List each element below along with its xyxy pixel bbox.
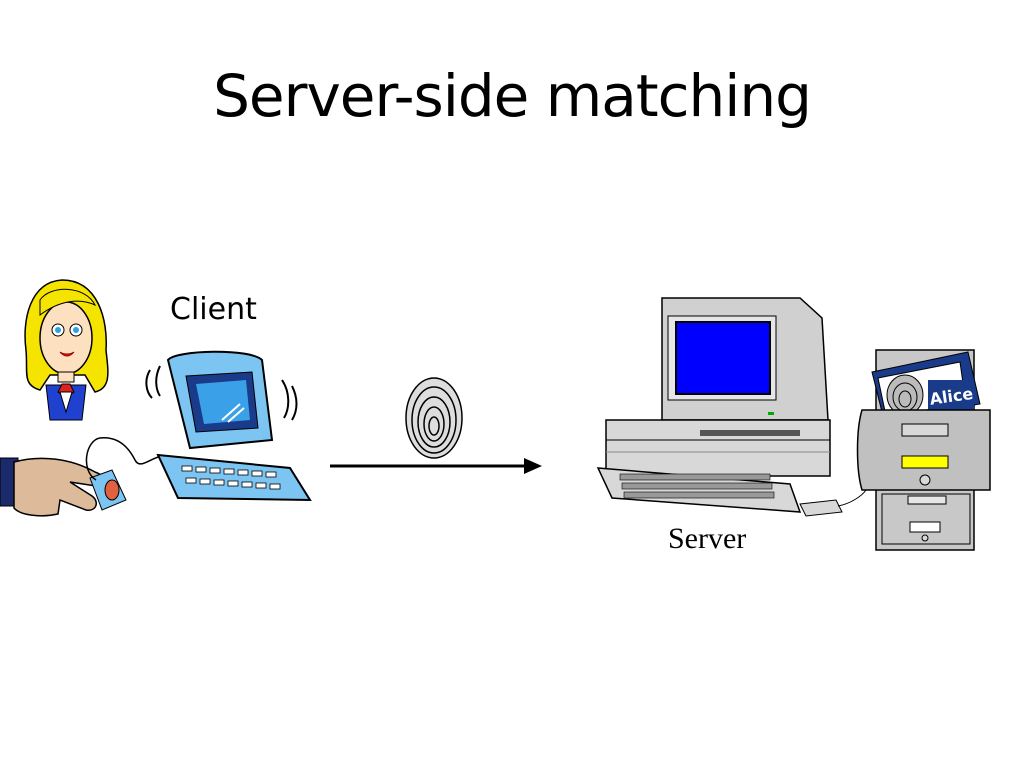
slide-title: Server-side matching — [213, 62, 812, 130]
client-computer-icon — [145, 350, 312, 502]
woman-icon — [24, 279, 109, 421]
server-computer-icon — [596, 297, 867, 517]
server-label: Server — [668, 522, 747, 555]
filing-cabinet-icon — [856, 349, 991, 551]
hand-fingerprint-scanner-icon — [0, 437, 163, 517]
client-label: Client — [170, 292, 257, 327]
fingerprint-icon — [405, 377, 463, 459]
arrow-icon — [330, 458, 542, 474]
